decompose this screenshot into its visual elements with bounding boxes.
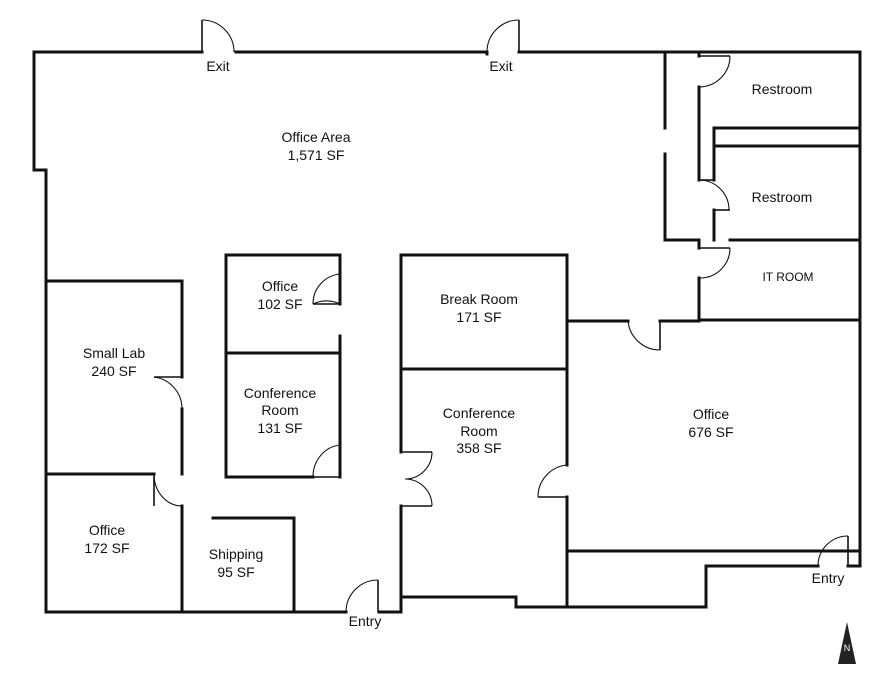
interior-walls bbox=[44, 50, 862, 614]
office-area-size: 1,571 SF bbox=[288, 147, 345, 163]
it-room-door bbox=[699, 247, 731, 279]
office-676-size: 676 SF bbox=[688, 424, 733, 440]
conference-358-side-door bbox=[537, 464, 568, 498]
exit-left-door bbox=[201, 19, 235, 53]
conference-131-name-1: Conference bbox=[244, 385, 317, 401]
conference-358-size: 358 SF bbox=[456, 440, 501, 456]
doors bbox=[153, 19, 849, 613]
small-lab-door bbox=[153, 376, 183, 410]
office-172-door bbox=[153, 473, 183, 507]
restroom-1-door bbox=[698, 55, 731, 88]
restroom-2-name: Restroom bbox=[752, 189, 813, 205]
conference-358-name-1: Conference bbox=[443, 405, 516, 421]
exit-right-label: Exit bbox=[489, 58, 512, 74]
conference-358-name-2: Room bbox=[460, 423, 497, 439]
door-labels: Exit Exit Entry Entry bbox=[206, 58, 844, 629]
small-lab-name: Small Lab bbox=[83, 345, 145, 361]
office-676-door bbox=[627, 320, 661, 351]
break-room-size: 171 SF bbox=[456, 309, 501, 325]
exit-right-door bbox=[486, 19, 520, 53]
north-arrow-icon: N bbox=[838, 622, 856, 664]
conference-358-double-door bbox=[401, 451, 433, 507]
office-102-size: 102 SF bbox=[257, 296, 302, 312]
entry-bottom-label: Entry bbox=[349, 613, 382, 629]
room-labels: Office Area 1,571 SF Restroom Restroom I… bbox=[83, 81, 814, 580]
exit-left-label: Exit bbox=[206, 58, 229, 74]
office-676-name: Office bbox=[693, 406, 730, 422]
exterior-walls bbox=[32, 50, 862, 614]
conference-131-name-2: Room bbox=[261, 402, 298, 418]
shipping-size: 95 SF bbox=[217, 564, 254, 580]
office-172-name: Office bbox=[89, 522, 126, 538]
office-102-door bbox=[312, 273, 341, 305]
conference-131-size: 131 SF bbox=[257, 420, 302, 436]
it-room-name: IT ROOM bbox=[762, 270, 813, 284]
office-102-name: Office bbox=[262, 278, 299, 294]
office-172-size: 172 SF bbox=[84, 540, 129, 556]
break-room-name: Break Room bbox=[440, 291, 518, 307]
restroom-1-name: Restroom bbox=[752, 81, 813, 97]
entry-right-label: Entry bbox=[812, 570, 845, 586]
entry-bottom-door bbox=[345, 579, 379, 613]
office-area-name: Office Area bbox=[281, 129, 350, 145]
shipping-name: Shipping bbox=[209, 546, 264, 562]
small-lab-size: 240 SF bbox=[91, 363, 136, 379]
north-label: N bbox=[844, 643, 851, 653]
entry-right-door bbox=[817, 535, 849, 567]
restroom-2-door bbox=[698, 179, 730, 211]
conference-131-door bbox=[312, 444, 341, 478]
